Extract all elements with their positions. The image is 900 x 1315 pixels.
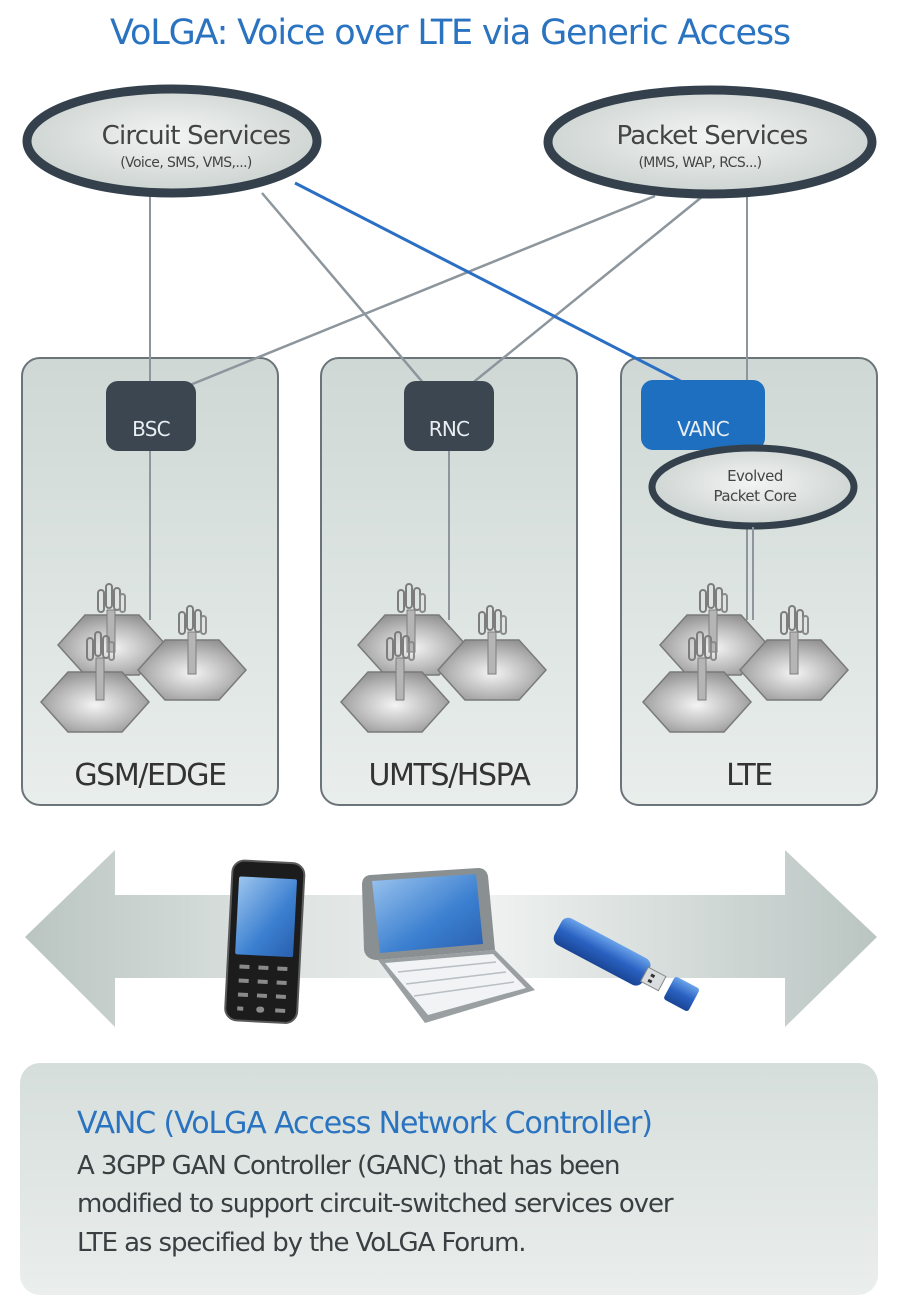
network-label-gsm: GSM/EDGE xyxy=(74,758,226,793)
line-circuit-rnc xyxy=(261,192,426,386)
rnc-node: RNC xyxy=(404,381,494,451)
line-packet-bsc xyxy=(189,194,656,387)
cell-cluster-umts xyxy=(339,583,548,733)
cell-cluster-gsm xyxy=(39,583,248,733)
rnc-label: RNC xyxy=(429,417,469,441)
cell-hexagon xyxy=(641,671,753,733)
vanc-label: VANC xyxy=(677,417,729,441)
epc-label-line1: Evolved xyxy=(727,467,783,485)
packet-services-title: Packet Services xyxy=(617,121,808,151)
circuit-services-title: Circuit Services xyxy=(102,121,291,151)
circuit-services-subtitle: (Voice, SMS, VMS,...) xyxy=(120,155,252,171)
packet-services-node: Packet Services (MMS, WAP, RCS...) xyxy=(543,85,877,199)
line-packet-rnc xyxy=(469,195,704,386)
diagram-title: VoLGA: Voice over LTE via Generic Access xyxy=(110,13,790,53)
cell-cluster-lte xyxy=(641,583,850,733)
circuit-services-node: Circuit Services (Voice, SMS, VMS,...) xyxy=(22,84,322,198)
evolved-packet-core-node: Evolved Packet Core xyxy=(648,444,858,530)
netbook-icon xyxy=(362,868,535,1023)
info-line-1: A 3GPP GAN Controller (GANC) that has be… xyxy=(77,1151,619,1181)
info-line-3: LTE as specified by the VoLGA Forum. xyxy=(77,1228,525,1258)
packet-services-subtitle: (MMS, WAP, RCS...) xyxy=(638,155,761,171)
vanc-node: VANC xyxy=(641,380,765,450)
cell-hexagon xyxy=(39,671,151,733)
epc-label-line2: Packet Core xyxy=(713,487,796,505)
info-title: VANC (VoLGA Access Network Controller) xyxy=(77,1106,652,1141)
line-circuit-vanc-highlight xyxy=(294,181,689,387)
bsc-label: BSC xyxy=(132,417,170,441)
network-label-umts: UMTS/HSPA xyxy=(368,758,531,793)
cell-hexagon xyxy=(339,671,451,733)
network-label-lte: LTE xyxy=(726,758,772,793)
bsc-node: BSC xyxy=(106,381,196,451)
usb-modem-icon xyxy=(553,917,699,1011)
mobile-phone-icon xyxy=(224,859,306,1024)
info-line-2: modified to support circuit-switched ser… xyxy=(77,1189,674,1219)
vanc-info-box: VANC (VoLGA Access Network Controller) A… xyxy=(20,1063,878,1295)
